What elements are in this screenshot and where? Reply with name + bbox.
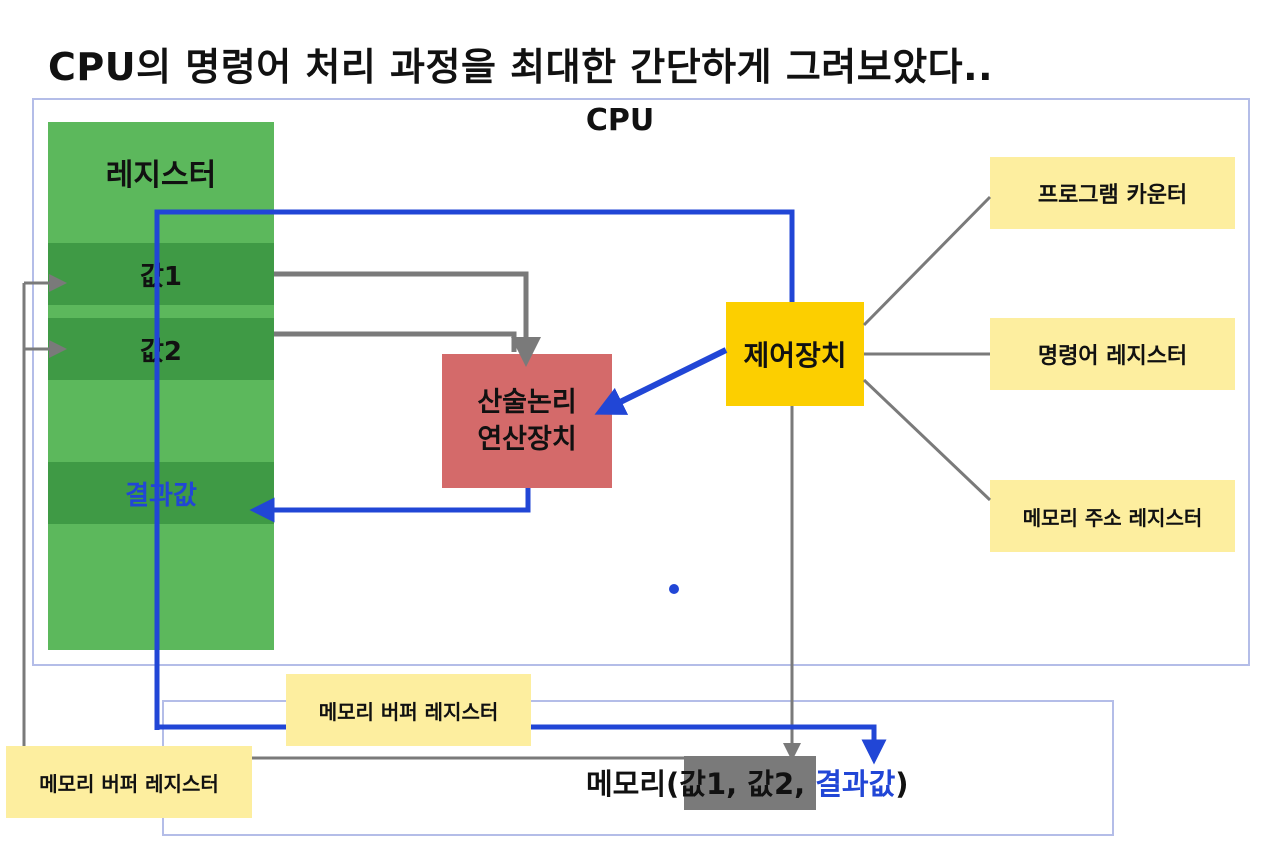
control-to-program-counter-line xyxy=(862,195,992,327)
value2-to-alu-arrow xyxy=(274,331,517,352)
memory-buffer-register-note-bottom: 메모리 버퍼 레지스터 xyxy=(6,746,252,818)
control-to-registers-line xyxy=(154,209,795,730)
alu-to-result-arrow xyxy=(249,488,531,523)
cpu-frame xyxy=(32,98,1250,666)
memory-suffix: ) xyxy=(895,767,909,801)
alu-label-line2: 연산장치 xyxy=(477,424,577,455)
memory-label: 메모리(값1, 값2, 결과값) xyxy=(586,761,909,803)
control-unit-box: 제어장치 xyxy=(726,302,864,406)
memory-prefix: 메모리( xyxy=(586,767,680,801)
register-slot-result: 결과값 xyxy=(48,462,274,524)
cpu-label: CPU xyxy=(585,103,655,138)
control-to-alu-arrow xyxy=(594,347,728,415)
program-counter-note: 프로그램 카운터 xyxy=(990,157,1235,229)
memory-result: 결과값 xyxy=(815,767,896,801)
value1-to-alu-arrow xyxy=(274,271,541,367)
instruction-register-note: 명령어 레지스터 xyxy=(990,318,1235,390)
register-slot-value1: 값1 xyxy=(48,243,274,305)
register-title: 레지스터 xyxy=(105,158,217,193)
memory-values-highlight xyxy=(684,756,816,810)
alu-label-line1: 산술논리 xyxy=(477,387,577,418)
control-to-memory-address-register-line xyxy=(862,378,992,502)
page-title: CPU의 명령어 처리 과정을 최대한 간단하게 그려보았다.. xyxy=(48,45,994,89)
alu-box: 산술논리 연산장치 xyxy=(442,354,612,488)
memory-address-register-note: 메모리 주소 레지스터 xyxy=(990,480,1235,552)
memory-values: 값1, 값2, xyxy=(679,767,816,801)
memory-buffer-register-note-top: 메모리 버퍼 레지스터 xyxy=(286,674,531,746)
stray-dot xyxy=(669,584,679,594)
register-slot-value2: 값2 xyxy=(48,318,274,380)
